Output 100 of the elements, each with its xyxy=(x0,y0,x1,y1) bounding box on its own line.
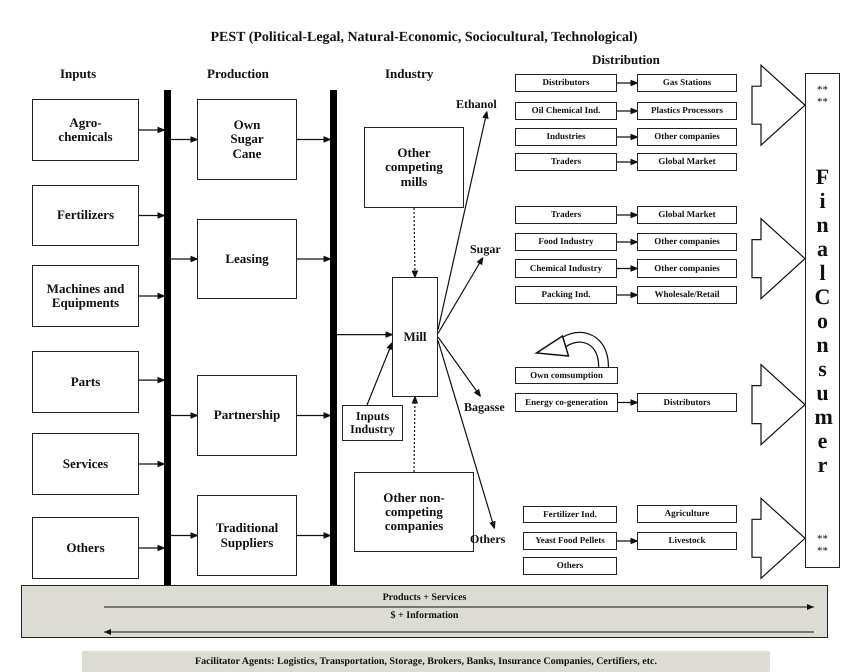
arrow xyxy=(617,80,638,86)
box-label: Traders xyxy=(550,210,582,220)
box-label: Mill xyxy=(403,330,427,344)
box-label: Wholesale/Retail xyxy=(654,290,720,300)
process-box xyxy=(392,277,438,397)
box-label: Traders xyxy=(550,157,582,167)
consumer-box xyxy=(805,73,840,568)
process-box xyxy=(515,259,617,278)
box-label: Industries xyxy=(546,132,586,142)
diagram-title: PEST (Political-Legal, Natural-Economic, Sociocultural, Technological) xyxy=(209,30,639,46)
box-label: Own Sugar Cane xyxy=(229,118,265,161)
asterisk-mark: ** ** xyxy=(816,532,829,557)
process-box xyxy=(637,153,737,171)
box-label: Energy co-generation xyxy=(525,398,608,408)
branch-text: Sugar xyxy=(470,243,501,257)
box-label: Livestock xyxy=(668,536,706,546)
arrow xyxy=(617,108,638,114)
box-label: Global Market xyxy=(658,210,716,220)
process-box xyxy=(515,128,617,146)
box-label: Distributors xyxy=(542,78,590,88)
box-label: Others xyxy=(66,540,105,556)
dotted-arrow xyxy=(412,208,418,278)
arrow xyxy=(139,212,166,219)
arrow xyxy=(297,136,332,143)
box-label: Other companies xyxy=(654,132,720,142)
process-box xyxy=(515,233,617,251)
arrow xyxy=(617,238,638,246)
box-label: Partnership xyxy=(214,408,280,423)
block-arrow xyxy=(751,64,806,147)
arrow xyxy=(617,538,638,544)
column-heading: Production xyxy=(207,66,269,82)
block-arrow xyxy=(751,496,806,580)
column-heading: Inputs xyxy=(60,66,96,82)
box-label: Food Industry xyxy=(538,237,594,247)
box-label: Packing Ind. xyxy=(541,290,591,300)
arrow xyxy=(297,532,332,539)
process-box xyxy=(515,102,617,120)
arrow xyxy=(139,544,166,552)
process-box xyxy=(637,233,737,251)
box-label: Services xyxy=(62,456,108,472)
process-box xyxy=(32,517,139,579)
process-box xyxy=(637,128,737,146)
arrow xyxy=(139,376,166,384)
dotted-arrow xyxy=(412,396,418,472)
process-box xyxy=(515,74,617,92)
process-box xyxy=(515,286,617,304)
arrow xyxy=(171,532,198,539)
arrow xyxy=(617,158,638,166)
box-label: Machines and Equipments xyxy=(46,282,126,310)
process-box xyxy=(32,351,139,413)
box-label: Distributors xyxy=(664,398,710,408)
process-box xyxy=(197,495,297,576)
box-label: Other companies xyxy=(654,264,720,274)
process-box xyxy=(197,219,297,299)
process-box xyxy=(515,206,617,224)
process-box xyxy=(197,99,297,180)
vertical-label: Final Consumer xyxy=(814,164,830,476)
vertical-bar xyxy=(330,90,337,585)
box-label: Traditional Suppliers xyxy=(214,521,280,550)
process-box xyxy=(523,506,617,523)
process-box xyxy=(342,405,403,441)
branch-text: Ethanol xyxy=(456,98,497,112)
process-box xyxy=(637,206,737,224)
vertical-bar xyxy=(164,90,171,585)
box-label: Oil Chemical Ind. xyxy=(532,106,600,116)
process-box xyxy=(32,99,139,161)
flow-label: Products + Services xyxy=(382,592,466,603)
arrow xyxy=(437,110,489,330)
box-label: Yeast Food Pellets xyxy=(535,536,605,546)
flow-label: $ + Information xyxy=(390,610,458,622)
process-box xyxy=(637,259,737,278)
box-label: Agro-chemicals xyxy=(57,116,114,144)
box-label: Other companies xyxy=(654,237,720,247)
process-box xyxy=(32,433,139,495)
process-box xyxy=(637,74,737,92)
box-label: Gas Stations xyxy=(662,78,712,88)
process-box xyxy=(637,102,737,120)
process-box xyxy=(364,127,464,208)
note-box xyxy=(82,651,770,672)
arrow xyxy=(617,265,638,272)
branch-text: Bagasse xyxy=(464,401,505,415)
box-label: Other non-competing companies xyxy=(382,490,446,534)
box-label: Other competing mills xyxy=(384,146,444,189)
box-label: Own comsumption xyxy=(530,370,603,380)
box-label: Inputs Industry xyxy=(349,410,396,436)
arrow xyxy=(171,136,198,143)
box-label: Agriculture xyxy=(664,509,710,519)
arrow xyxy=(617,212,638,218)
box-label: Parts xyxy=(70,374,100,390)
arrow xyxy=(438,336,481,397)
box-label: Others xyxy=(556,561,584,571)
column-heading: Distribution xyxy=(592,52,660,68)
arrow xyxy=(617,292,638,298)
box-label: Fertilizers xyxy=(56,208,114,223)
block-arrow xyxy=(751,217,806,300)
process-box xyxy=(515,393,618,412)
block-arrow xyxy=(751,363,806,446)
arrow xyxy=(617,134,638,140)
arrow xyxy=(437,257,484,334)
process-box xyxy=(515,367,618,384)
